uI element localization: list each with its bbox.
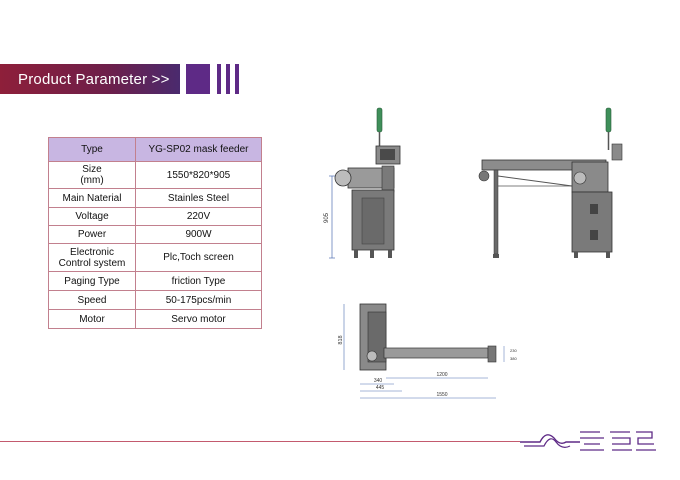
spec-row: Electronic Control system Plc,Toch scree… xyxy=(48,243,262,272)
header-decor-stripe xyxy=(217,64,221,94)
spec-key-line: Size (mm) xyxy=(80,164,104,186)
spec-value: 1550*820*905 xyxy=(135,161,262,189)
spec-row: Motor Servo motor xyxy=(48,309,262,329)
spec-value: Servo motor xyxy=(135,309,262,329)
small-dimension-label: 230 xyxy=(510,348,517,353)
spec-row: Paging Type friction Type xyxy=(48,271,262,291)
spec-key: Motor xyxy=(48,309,136,329)
dimension-label-445: 445 xyxy=(376,385,385,391)
spec-key: Speed xyxy=(48,290,136,310)
section-header: Product Parameter >> xyxy=(0,64,180,94)
header-decor-stripe xyxy=(235,64,239,94)
spec-table-header: Type YG-SP02 mask feeder xyxy=(48,137,262,162)
spec-key: Size (mm) xyxy=(48,161,136,189)
spec-value: 900W xyxy=(135,225,262,244)
spec-key: Voltage xyxy=(48,207,136,226)
header-decor-block xyxy=(186,64,210,94)
machine-top-view-drawing: 818 230 380 1200 340 445 1550 xyxy=(338,303,517,399)
spec-row: Main Naterial Stainles Steel xyxy=(48,188,262,208)
spec-value: Plc,Toch screen xyxy=(135,243,262,272)
spec-row: Speed 50-175pcs/min xyxy=(48,290,262,310)
spec-value: 50-175pcs/min xyxy=(135,290,262,310)
spec-value: friction Type xyxy=(135,271,262,291)
spec-key-line: Electronic Control system xyxy=(58,246,126,269)
header-decor-stripe xyxy=(226,64,230,94)
footer-divider xyxy=(0,441,520,442)
spec-table: Type YG-SP02 mask feeder Size (mm) 1550*… xyxy=(48,137,262,329)
machine-front-view-drawing xyxy=(478,107,623,258)
spec-key: Main Naterial xyxy=(48,188,136,208)
spec-key: Type xyxy=(48,137,136,162)
height-dimension-label: 905 xyxy=(324,212,330,223)
spec-row: Power 900W xyxy=(48,225,262,244)
spec-value: YG-SP02 mask feeder xyxy=(135,137,262,162)
dimension-label-340: 340 xyxy=(374,378,383,384)
dimension-label-1200: 1200 xyxy=(436,372,447,378)
spec-key: Power xyxy=(48,225,136,244)
dimension-label-1550: 1550 xyxy=(436,392,447,398)
section-title: Product Parameter >> xyxy=(18,70,170,88)
brand-logo xyxy=(520,431,656,451)
spec-row: Voltage 220V xyxy=(48,207,262,226)
spec-key: Electronic Control system xyxy=(48,243,136,272)
spec-value: Stainles Steel xyxy=(135,188,262,208)
small-dimension-label: 380 xyxy=(510,356,517,361)
depth-dimension-label: 818 xyxy=(338,335,344,344)
spec-key: Paging Type xyxy=(48,271,136,291)
machine-side-view-drawing: 905 xyxy=(324,107,401,259)
spec-row: Size (mm) 1550*820*905 xyxy=(48,161,262,189)
spec-value: 220V xyxy=(135,207,262,226)
